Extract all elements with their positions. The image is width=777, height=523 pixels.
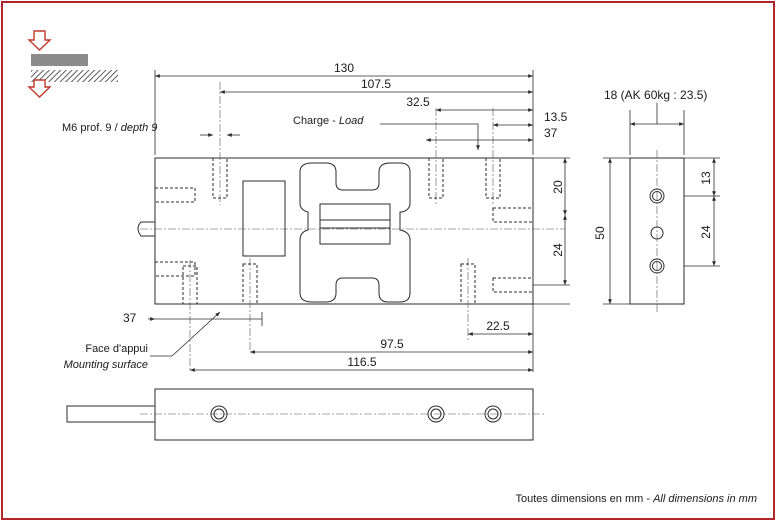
front-view — [137, 157, 534, 305]
side-view — [603, 103, 720, 312]
dim-13-5: 13.5 — [544, 110, 568, 124]
cable-stub — [137, 221, 155, 237]
hatched-base — [31, 70, 118, 82]
face-label-fr: Face d'appui — [85, 343, 148, 355]
down-arrow-icon — [27, 30, 52, 51]
mounting-symbol-icon — [27, 30, 118, 98]
dim-24-front: 24 — [551, 243, 565, 257]
dim-24-side: 24 — [699, 225, 713, 239]
face-label-en: Mounting surface — [64, 359, 148, 371]
dim-130: 130 — [334, 61, 354, 75]
bottom-view-body — [154, 388, 534, 441]
binocular-slot — [319, 203, 391, 245]
dim-97-5: 97.5 — [380, 337, 404, 351]
load-label: Charge - Load — [293, 115, 364, 127]
bottom-view — [66, 388, 545, 441]
dim-37-bottom: 37 — [123, 311, 137, 325]
dim-13-side: 13 — [699, 171, 713, 185]
thread-note: M6 prof. 9 / depth 9 — [62, 122, 157, 134]
dim-50-side: 50 — [593, 226, 607, 240]
dim-107-5: 107.5 — [361, 77, 391, 91]
dim-22-5: 22.5 — [486, 319, 510, 333]
front-view-body — [154, 157, 534, 305]
dim-37-top: 37 — [544, 126, 558, 140]
dim-18-side: 18 (AK 60kg : 23.5) — [604, 88, 707, 102]
strain-gauge-cover — [242, 180, 286, 257]
grey-load-block — [31, 54, 88, 66]
dim-116-5: 116.5 — [347, 355, 376, 369]
footer-note: Toutes dimensions en mm - All dimensions… — [516, 493, 757, 505]
dim-20: 20 — [551, 180, 565, 194]
binocular-cutout — [299, 162, 411, 303]
down-arrow-icon — [27, 79, 52, 98]
threaded-holes — [154, 157, 534, 305]
dimension-lines — [148, 70, 570, 372]
dim-32-5: 32.5 — [406, 95, 430, 109]
